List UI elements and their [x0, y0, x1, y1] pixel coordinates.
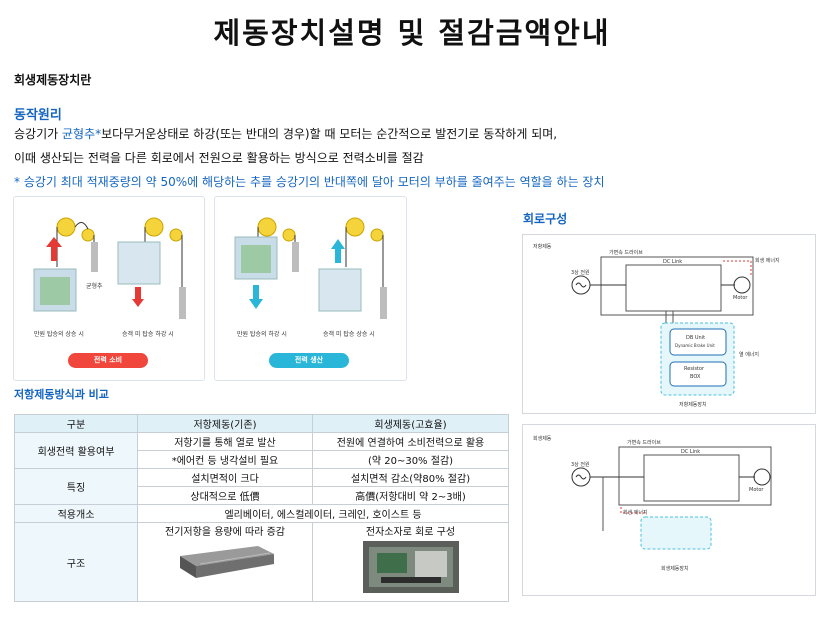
power-generation-badge: 전력 생산	[269, 353, 349, 368]
illustration-power-generation: 만원 탑승의 하강 시 승객 미 탑승 상승 시 전력 생산	[214, 196, 407, 381]
illustration-power-consumption: 균형추 만원 탑승의 상승 시 승객 미 탑승 하강 시 전력 소비	[13, 196, 205, 381]
cell: 전원에 연결하여 소비전력으로 활용	[312, 432, 509, 451]
row-label-application: 적용개소	[14, 504, 138, 523]
cell: 설치면적 감소(약80% 절감)	[312, 468, 509, 487]
cell: 엘리베이터, 에스컬레이터, 크레인, 호이스트 등	[137, 504, 509, 523]
regen-unit-image	[362, 541, 459, 593]
structure-label: 구조	[66, 558, 86, 570]
circuit-heading: 회로구성	[523, 212, 568, 226]
table-row: 적용개소 엘리베이터, 에스컬레이터, 크레인, 호이스트 등	[14, 504, 509, 523]
circuit2-motor: Motor	[749, 487, 764, 493]
row-label-structure: 구조	[14, 522, 138, 602]
box-label: BOX	[690, 374, 701, 380]
resistor-label: Resistor	[684, 366, 704, 372]
counterweight-label: 균형추	[86, 283, 103, 290]
caption-empty-up: 승객 미 탑승 상승 시	[323, 331, 375, 338]
table-heading: 저항제동방식과 비교	[14, 388, 109, 401]
resistor-circuit-diagram	[571, 256, 754, 396]
structure-text-resistor: 전기저항을 용량에 따라 증감	[165, 527, 285, 538]
heat-energy-label: 열 에너지	[739, 352, 759, 358]
resistor-brake-circuit: 저항제동 가변속 드라이브 DC Link 3상 전원 회생 에너지 Motor…	[522, 234, 816, 414]
structure-cell-regen: 전자소자로 회로 구성	[312, 522, 509, 602]
circuit1-label: 저항제동	[533, 244, 552, 250]
table-row: 구조 전기저항을 용량에 따라 증감 전자소자로 회로 구성	[14, 522, 509, 602]
row-label-features: 특징	[14, 468, 138, 505]
db-unit-label: DB Unit	[686, 335, 706, 341]
paragraph-2: 이때 생산되는 전력을 다른 회로에서 전원으로 활용하는 방식으로 전력소비를…	[14, 151, 424, 165]
caption-full-down: 만원 탑승의 하강 시	[237, 331, 287, 338]
cell: *에어컨 등 냉각설비 필요	[137, 450, 313, 469]
db-unit-sub: Dynamic Brake Unit	[675, 343, 715, 348]
caption-full-up: 만원 탑승의 상승 시	[34, 331, 84, 338]
regenerative-brake-circuit: 회생제동 가변속 드라이브 DC Link 3상 전원 회생 에너지 Motor…	[522, 424, 816, 596]
circuit1-drive: 가변속 드라이브	[609, 250, 643, 256]
circuit1-footer: 저항제동장치	[679, 402, 707, 408]
regen-circuit-diagram	[571, 446, 772, 550]
elevator-consumption-diagram	[33, 217, 186, 319]
cell: (약 20~30% 절감)	[312, 450, 509, 469]
para1-rest: 보다무거운상태로 하강(또는 반대의 경우)할 때 모터는 순간적으로 발전기로…	[101, 127, 558, 141]
cell: 상대적으로 低價	[137, 486, 313, 505]
comparison-table: 구분 저항제동(기존) 회생제동(고효율) 회생전력 활용여부 저항기를 통해 …	[14, 414, 509, 602]
cell: 설치면적이 크다	[137, 468, 313, 487]
circuit2-label: 회생제동	[533, 436, 552, 442]
table-header-row: 구분 저항제동(기존) 회생제동(고효율)	[14, 414, 509, 433]
cell: 高價(저항대비 약 2~3배)	[312, 486, 509, 505]
circuit2-footer: 회생제동장치	[661, 566, 689, 572]
header-regen: 회생제동(고효율)	[312, 414, 509, 433]
section-heading: 회생제동장치란	[14, 73, 92, 87]
structure-text-regen: 전자소자로 회로 구성	[365, 527, 456, 538]
row-label-usage: 회생전력 활용여부	[14, 432, 138, 469]
page-title: 제동장치설명 및 절감금액안내	[213, 16, 611, 50]
circuit1-dclink: DC Link	[663, 259, 683, 265]
circuit1-motor: Motor	[733, 295, 748, 301]
structure-cell-resistor: 전기저항을 용량에 따라 증감	[137, 522, 313, 602]
circuit2-regen: 회생 에너지	[623, 510, 648, 516]
para1-start: 승강기가	[14, 127, 62, 141]
table-row: 특징 설치면적이 크다 설치면적 감소(약80% 절감)	[14, 468, 509, 505]
power-consumption-badge: 전력 소비	[68, 353, 148, 368]
footnote-note: * 승강기 최대 적재중량의 약 50%에 해당하는 추를 승강기의 반대쪽에 …	[14, 175, 605, 189]
circuit1-source: 3상 전원	[571, 270, 590, 276]
table-row: 회생전력 활용여부 저항기를 통해 열로 발산 전원에 연결하여 소비전력으로 …	[14, 432, 509, 469]
circuit2-drive: 가변속 드라이브	[627, 440, 661, 446]
elevator-generation-diagram	[234, 217, 387, 319]
header-category: 구분	[14, 414, 138, 433]
para1-highlight: 균형추*	[61, 127, 102, 141]
caption-empty-down: 승객 미 탑승 하강 시	[122, 331, 174, 338]
header-resistor: 저항제동(기존)	[137, 414, 313, 433]
paragraph-1: 승강기가 균형추*보다무거운상태로 하강(또는 반대의 경우)할 때 모터는 순…	[14, 125, 557, 142]
resistor-image	[180, 546, 274, 578]
subheading-principle: 동작원리	[14, 108, 62, 123]
circuit2-dclink: DC Link	[681, 449, 701, 455]
circuit2-source: 3상 전원	[571, 462, 590, 468]
cell: 저항기를 통해 열로 발산	[137, 432, 313, 451]
circuit1-regen: 회생 에너지	[755, 258, 780, 264]
